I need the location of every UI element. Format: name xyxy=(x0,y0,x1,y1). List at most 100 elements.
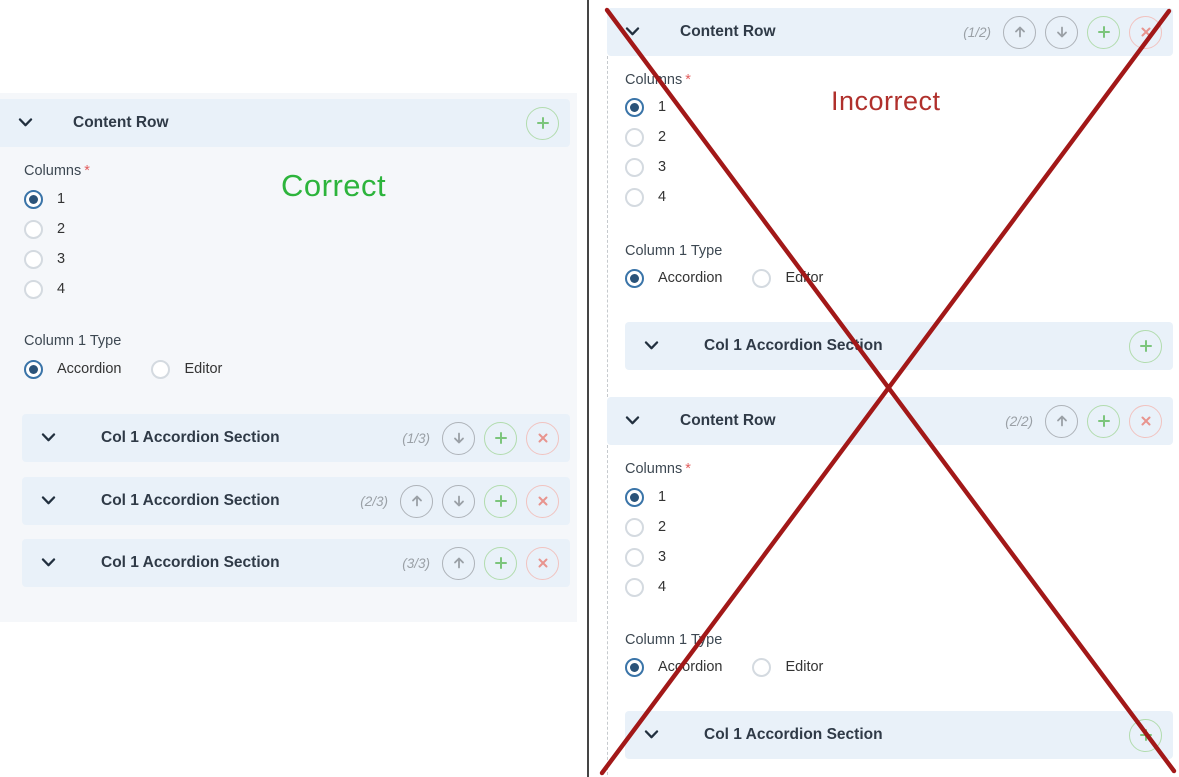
type-option-accordion[interactable]: Accordion xyxy=(625,652,722,682)
move-up-button[interactable] xyxy=(442,546,475,580)
radio-unselected-icon[interactable] xyxy=(24,219,43,239)
chevron-down-icon[interactable] xyxy=(625,416,640,426)
radio-label: 3 xyxy=(658,549,667,565)
accordion-section-row[interactable]: Col 1 Accordion Section (3/3) xyxy=(22,539,570,587)
incorrect-example-panel: Content Row (1/2) Columns* xyxy=(607,8,1173,777)
radio-unselected-icon[interactable] xyxy=(752,657,772,677)
radio-unselected-icon[interactable] xyxy=(625,517,644,537)
add-section-button[interactable] xyxy=(1129,718,1162,752)
arrow-down-icon xyxy=(453,432,464,444)
section-title: Col 1 Accordion Section xyxy=(704,337,883,354)
radio-label: 4 xyxy=(57,281,66,297)
content-row-title: Content Row xyxy=(680,23,776,40)
radio-label: Editor xyxy=(184,361,223,377)
type-option-accordion[interactable]: Accordion xyxy=(24,354,121,384)
radio-label: Accordion xyxy=(57,361,122,377)
accordion-section-row[interactable]: Col 1 Accordion Section xyxy=(625,711,1173,759)
add-row-button[interactable] xyxy=(1087,404,1120,438)
columns-option-1[interactable]: 1 xyxy=(24,184,65,214)
columns-option-1[interactable]: 1 xyxy=(625,92,666,122)
radio-unselected-icon[interactable] xyxy=(752,268,772,288)
radio-unselected-icon[interactable] xyxy=(625,577,644,597)
chevron-down-icon[interactable] xyxy=(41,558,56,568)
radio-selected-icon[interactable] xyxy=(625,487,644,507)
column-type-field-label: Column 1 Type xyxy=(625,632,723,648)
delete-section-button[interactable] xyxy=(526,484,559,518)
move-down-button[interactable] xyxy=(442,421,475,455)
radio-label: Accordion xyxy=(658,270,723,286)
add-section-button[interactable] xyxy=(484,484,517,518)
columns-option-4[interactable]: 4 xyxy=(625,182,666,212)
type-option-editor[interactable]: Editor xyxy=(752,263,823,293)
correct-example-panel: Content Row Columns* 1 2 3 xyxy=(0,93,577,622)
delete-row-button[interactable] xyxy=(1129,15,1162,49)
incorrect-annotation: Incorrect xyxy=(831,86,941,116)
move-up-button[interactable] xyxy=(400,484,433,518)
content-row-header[interactable]: Content Row (1/2) xyxy=(607,8,1173,56)
add-row-button[interactable] xyxy=(1087,15,1120,49)
columns-option-2[interactable]: 2 xyxy=(625,122,666,152)
close-icon xyxy=(538,558,547,568)
accordion-section-row[interactable]: Col 1 Accordion Section xyxy=(625,322,1173,370)
radio-unselected-icon[interactable] xyxy=(24,279,43,299)
content-row-header[interactable]: Content Row (2/2) xyxy=(607,397,1173,445)
radio-selected-icon[interactable] xyxy=(24,359,43,379)
move-down-button[interactable] xyxy=(1045,15,1078,49)
move-up-button[interactable] xyxy=(1003,15,1036,49)
type-option-editor[interactable]: Editor xyxy=(752,652,823,682)
move-down-button[interactable] xyxy=(442,484,475,518)
radio-label: 4 xyxy=(658,189,667,205)
columns-option-3[interactable]: 3 xyxy=(24,244,65,274)
accordion-section-row[interactable]: Col 1 Accordion Section (2/3) xyxy=(22,477,570,525)
add-section-button[interactable] xyxy=(484,546,517,580)
radio-selected-icon[interactable] xyxy=(625,657,644,677)
required-marker: * xyxy=(685,461,691,477)
add-row-button[interactable] xyxy=(526,106,559,140)
radio-label: Editor xyxy=(785,659,824,675)
radio-unselected-icon[interactable] xyxy=(625,187,644,207)
columns-option-3[interactable]: 3 xyxy=(625,152,666,182)
content-row-header[interactable]: Content Row xyxy=(0,99,570,147)
column-type-radio-group: Accordion Editor xyxy=(625,268,823,288)
radio-unselected-icon[interactable] xyxy=(625,157,644,177)
columns-option-2[interactable]: 2 xyxy=(24,214,65,244)
columns-option-1[interactable]: 1 xyxy=(625,482,666,512)
required-marker: * xyxy=(84,163,90,179)
plus-icon xyxy=(494,495,507,507)
radio-label: 4 xyxy=(658,579,667,595)
columns-option-3[interactable]: 3 xyxy=(625,542,666,572)
columns-field-label: Columns* xyxy=(625,72,691,88)
delete-section-button[interactable] xyxy=(526,421,559,455)
columns-option-4[interactable]: 4 xyxy=(24,274,65,304)
chevron-down-icon[interactable] xyxy=(41,496,56,506)
radio-selected-icon[interactable] xyxy=(625,97,644,117)
radio-selected-icon[interactable] xyxy=(24,189,43,209)
accordion-section-row[interactable]: Col 1 Accordion Section (1/3) xyxy=(22,414,570,462)
add-section-button[interactable] xyxy=(1129,329,1162,363)
add-section-button[interactable] xyxy=(484,421,517,455)
close-icon xyxy=(1141,27,1150,37)
chevron-down-icon[interactable] xyxy=(644,341,659,351)
delete-section-button[interactable] xyxy=(526,546,559,580)
columns-option-4[interactable]: 4 xyxy=(625,572,666,602)
chevron-down-icon[interactable] xyxy=(18,118,33,128)
radio-unselected-icon[interactable] xyxy=(24,249,43,269)
type-option-accordion[interactable]: Accordion xyxy=(625,263,722,293)
columns-field-label: Columns* xyxy=(24,163,90,179)
delete-row-button[interactable] xyxy=(1129,404,1162,438)
radio-selected-icon[interactable] xyxy=(625,268,644,288)
move-up-button[interactable] xyxy=(1045,404,1078,438)
radio-label: 1 xyxy=(57,191,66,207)
chevron-down-icon[interactable] xyxy=(644,730,659,740)
columns-option-2[interactable]: 2 xyxy=(625,512,666,542)
chevron-down-icon[interactable] xyxy=(41,433,56,443)
chevron-down-icon[interactable] xyxy=(625,27,640,37)
close-icon xyxy=(1141,416,1150,426)
radio-unselected-icon[interactable] xyxy=(151,359,171,379)
radio-unselected-icon[interactable] xyxy=(625,547,644,567)
radio-label: 3 xyxy=(57,251,66,267)
panel-divider xyxy=(587,0,589,777)
radio-unselected-icon[interactable] xyxy=(625,127,644,147)
type-option-editor[interactable]: Editor xyxy=(151,354,222,384)
